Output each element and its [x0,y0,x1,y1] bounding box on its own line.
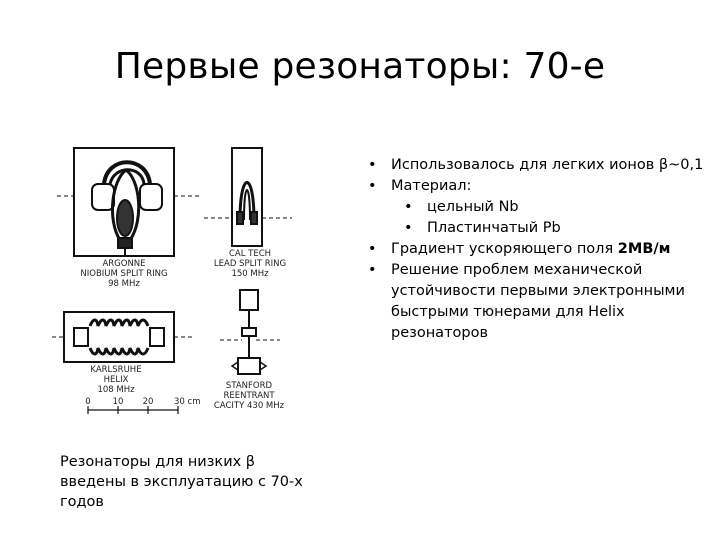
argonne-label-1: ARGONNE [102,259,145,269]
sub-bullet-pb-text: Пластинчатый Pb [427,220,561,236]
bullet-list: Использовалось для легких ионов β~0,1 Ма… [365,155,715,344]
figure-caption: Резонаторы для низких β введены в эксплу… [60,454,303,510]
bullet-gradient-value: 2МВ/м [617,241,671,257]
scale-tick-0: 0 [85,397,90,407]
bullet-gradient-text: Градиент ускоряющего поля [391,241,618,257]
caltech-label-2: LEAD SPLIT RING [214,259,286,269]
resonators-figure: ARGONNE NIOBIUM SPLIT RING 98 MHz CAL TE… [52,147,292,414]
karlsruhe-helix-drawing [52,311,192,363]
karlsruhe-label-1: KARLSRUHE [90,365,141,375]
stanford-label-3: CACITY 430 MHz [214,401,285,411]
caltech-split-ring-drawing [204,147,292,247]
caltech-label-1: CAL TECH [229,249,271,259]
sub-bullet-pb: Пластинчатый Pb [365,218,715,239]
bullet-material: Материал: [365,176,715,197]
stanford-cavity-drawing [220,289,280,375]
sub-bullet-nb: цельный Nb [365,197,715,218]
scale-tick-10: 10 [113,397,124,407]
bullet-tuners-text: Решение проблем механической устойчивост… [391,262,685,341]
slide-title: Первые резонаторы: 70-е [114,46,606,87]
scale-tick-20: 20 [143,397,154,407]
stanford-label-2: REENTRANT [223,391,275,401]
stanford-label-1: STANFORD [226,381,273,391]
caltech-label-3: 150 MHz [231,269,269,279]
sub-bullet-nb-text: цельный Nb [427,199,519,215]
bullet-material-text: Материал: [391,178,472,194]
argonne-label-3: 98 MHz [108,279,140,289]
scale-tick-30: 30 cm [174,397,200,407]
karlsruhe-label-2: HELIX [104,375,129,385]
bullet-gradient: Градиент ускоряющего поля 2МВ/м [365,239,715,260]
argonne-label-2: NIOBIUM SPLIT RING [80,269,167,279]
bullet-ions: Использовалось для легких ионов β~0,1 [365,155,715,176]
bullet-tuners: Решение проблем механической устойчивост… [365,260,715,344]
karlsruhe-label-3: 108 MHz [97,385,135,395]
bullet-ions-text: Использовалось для легких ионов β~0,1 [391,157,704,173]
scale-bar [87,406,179,414]
argonne-split-ring-drawing [57,147,202,257]
